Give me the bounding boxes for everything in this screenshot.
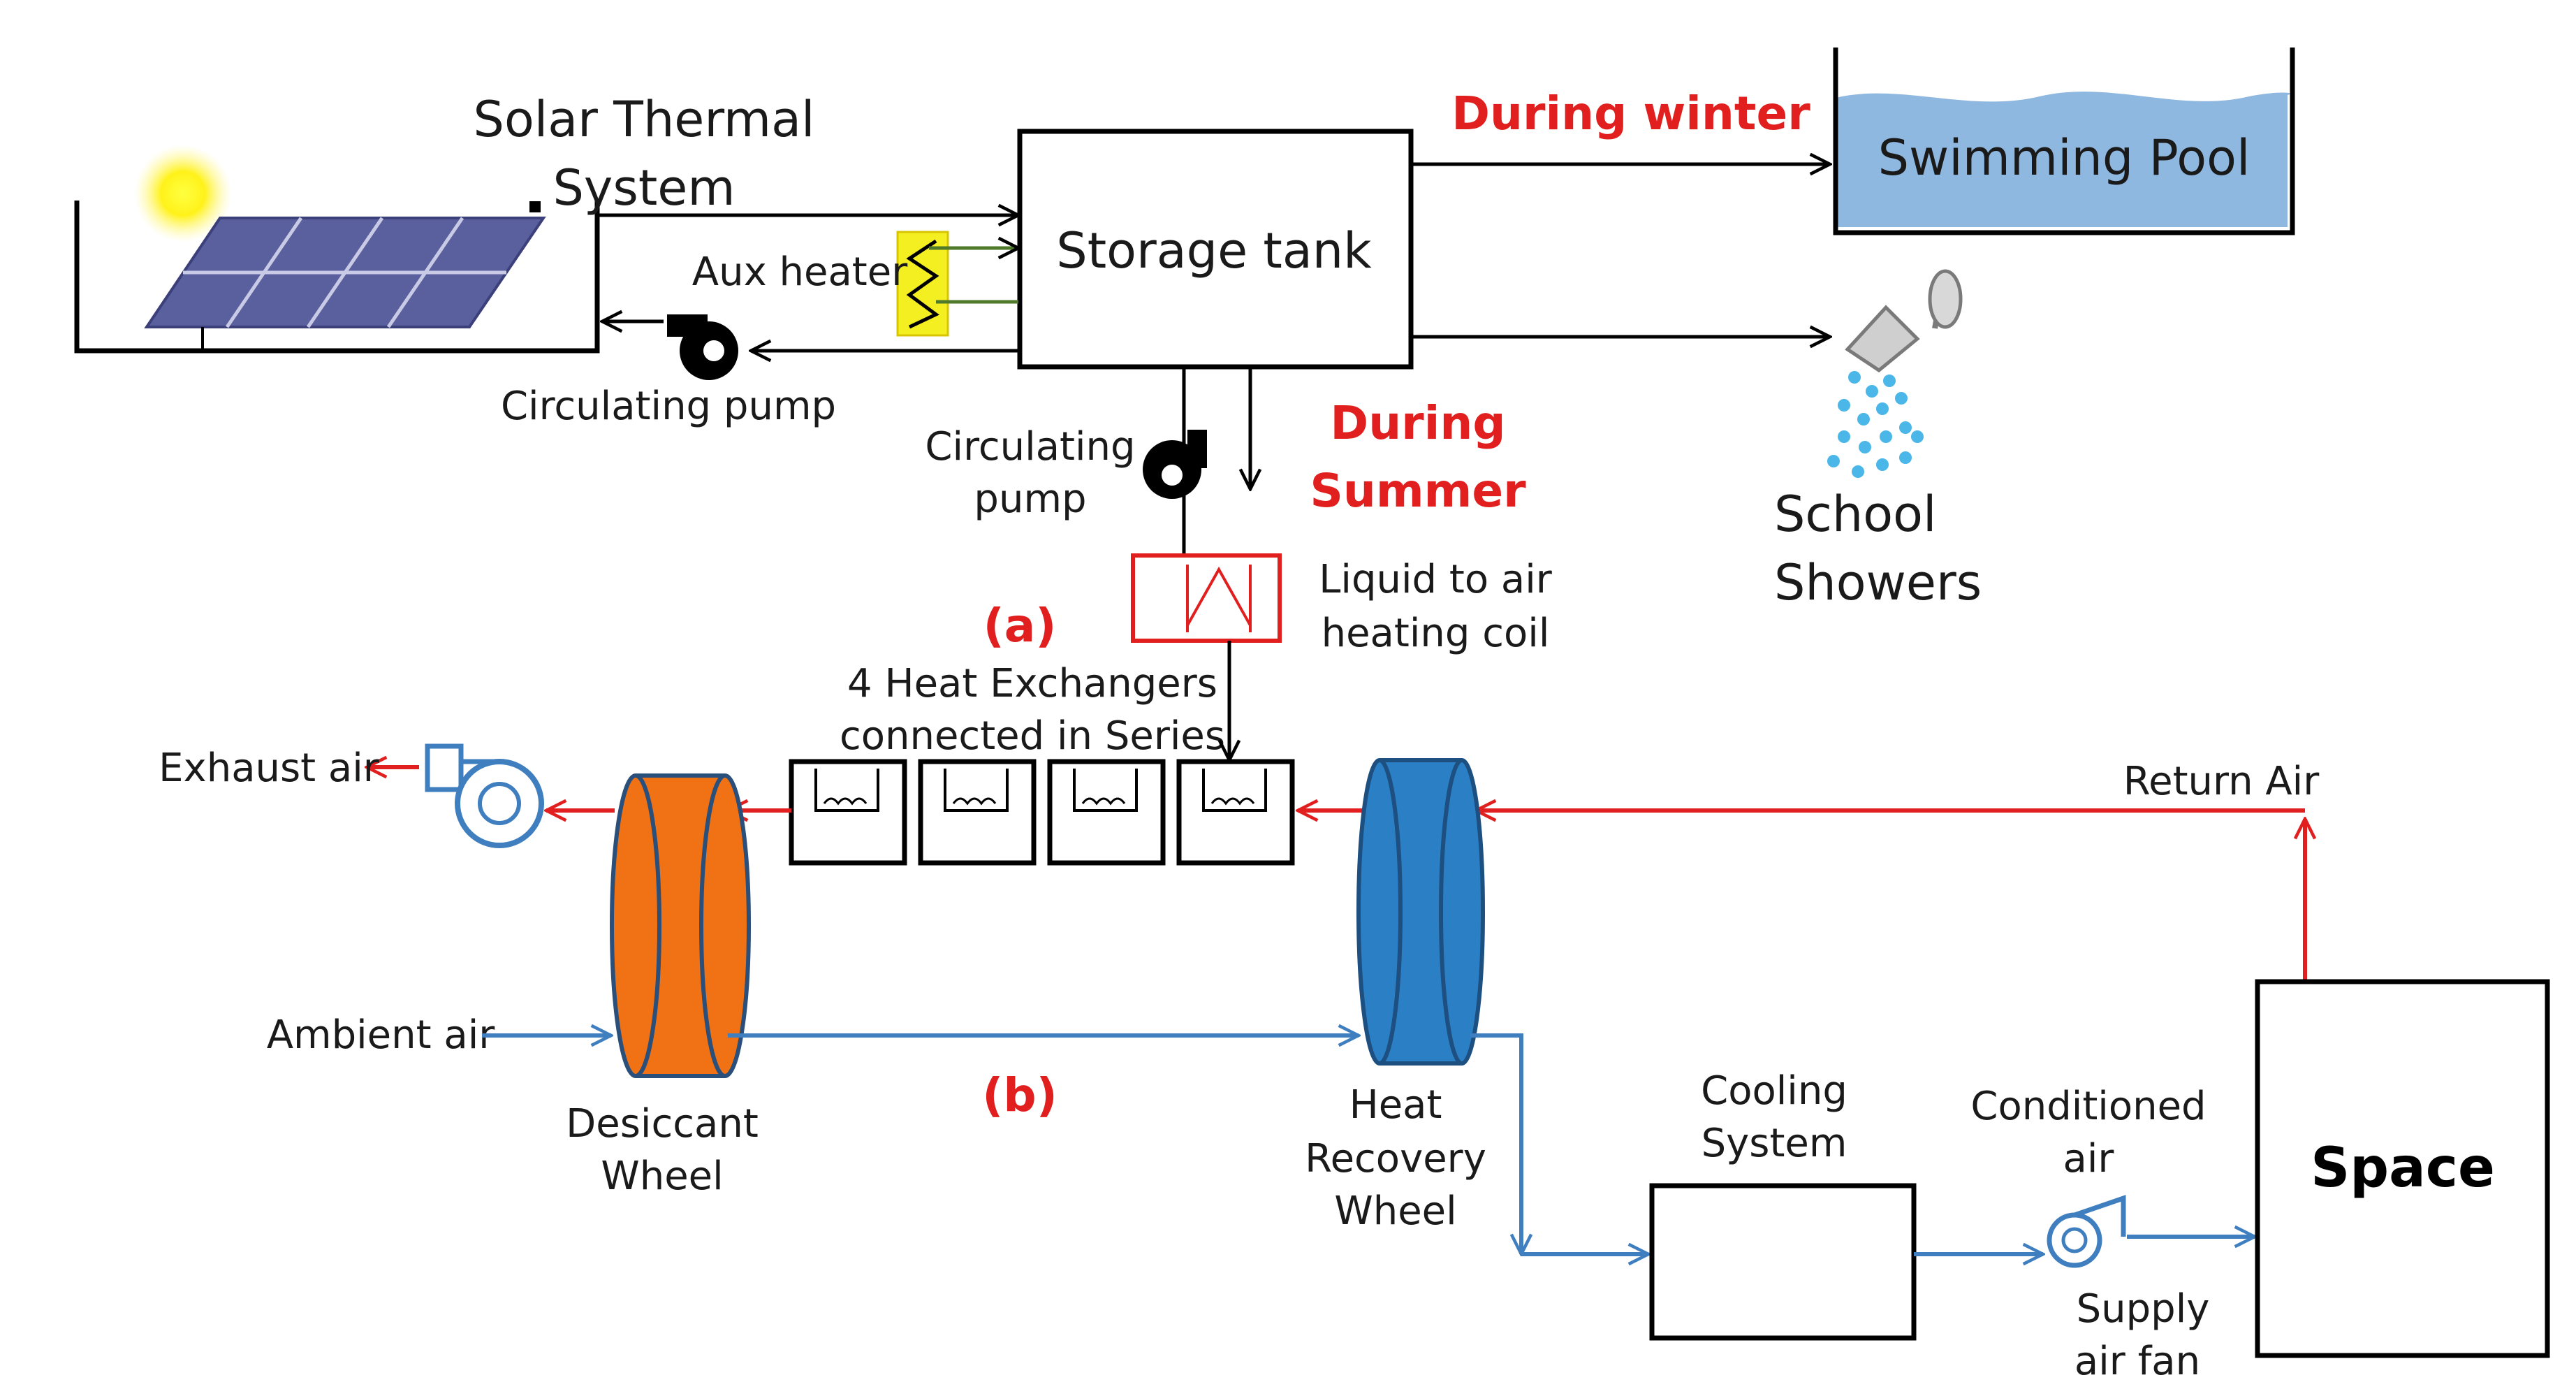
heat-recovery-line3: Wheel	[1334, 1188, 1456, 1234]
desiccant-wheel-line2: Wheel	[601, 1154, 723, 1199]
desiccant-wheel-line1: Desiccant	[566, 1101, 759, 1147]
ambient-air-label: Ambient air	[267, 1012, 496, 1058]
heat-recovery-line2: Recovery	[1305, 1136, 1486, 1181]
supply-fan-line2: air fan	[2074, 1339, 2200, 1384]
heating-coil-icon	[1131, 553, 1282, 643]
heat-exchangers	[789, 759, 1295, 866]
supply-fan-line1: Supply	[2077, 1286, 2210, 1332]
during-summer-line1: During	[1330, 396, 1505, 450]
circulating-pump-mid-icon	[1143, 430, 1207, 499]
heat-exchanger-3	[1047, 759, 1166, 866]
sun-icon	[134, 145, 232, 242]
storage-tank-label: Storage tank	[1056, 222, 1372, 279]
cooling-system-line2: System	[1702, 1121, 1847, 1166]
school-showers-line2: Showers	[1774, 554, 1982, 611]
return-air-label: Return Air	[2123, 759, 2320, 804]
heat-exchangers-line1: 4 Heat Exchangers	[847, 661, 1217, 706]
tag-b: (b)	[982, 1068, 1058, 1122]
heat-exchanger-2	[918, 759, 1037, 866]
space-label: Space	[2311, 1137, 2495, 1200]
heat-exchanger-1	[789, 759, 907, 866]
during-winter-label: During winter	[1451, 87, 1810, 140]
aux-heater-icon	[896, 231, 1018, 337]
aux-heater-label: Aux heater	[692, 249, 908, 295]
exhaust-air-label: Exhaust air	[159, 746, 380, 791]
solar-label-line1: Solar Thermal	[474, 91, 815, 148]
solar-label-line2: System	[552, 159, 735, 217]
space-box	[2255, 979, 2550, 1358]
circulating-pump-top-icon	[667, 314, 738, 380]
swimming-pool-icon	[1833, 48, 2295, 235]
desiccant-wheel-icon	[610, 773, 751, 1078]
circulating-pump-mid-line1: Circulating	[925, 424, 1135, 470]
exhaust-fan-icon	[425, 743, 544, 848]
heat-exchangers-line2: connected in Series	[840, 713, 1225, 759]
heat-recovery-wheel-icon	[1356, 758, 1485, 1066]
school-showers-line1: School	[1774, 486, 1936, 543]
conditioned-air-line2: air	[2063, 1136, 2115, 1181]
cooling-system-line1: Cooling	[1701, 1068, 1847, 1114]
swimming-pool-label: Swimming Pool	[1878, 129, 2251, 187]
tag-a: (a)	[983, 599, 1057, 653]
heat-exchanger-4	[1176, 759, 1295, 866]
conditioned-air-line1: Conditioned	[1970, 1084, 2206, 1129]
heat-recovery-line1: Heat	[1349, 1082, 1442, 1128]
cooling-system-box	[1649, 1183, 1917, 1341]
sensor-icon	[529, 201, 541, 212]
circulating-pump-mid-line2: pump	[974, 477, 1086, 522]
solar-frame	[74, 201, 600, 354]
solar-panel-icon	[144, 217, 546, 351]
during-summer-line2: Summer	[1310, 464, 1526, 518]
heating-coil-line1: Liquid to air	[1319, 557, 1553, 602]
shower-icon	[1827, 269, 1963, 478]
supply-fan-icon	[2047, 1195, 2126, 1268]
hrw-down-arrow	[1470, 1033, 1521, 1254]
heating-coil-line2: heating coil	[1322, 611, 1550, 656]
solar-thermal-system	[74, 145, 600, 354]
circulating-pump-top-label: Circulating pump	[501, 384, 836, 429]
